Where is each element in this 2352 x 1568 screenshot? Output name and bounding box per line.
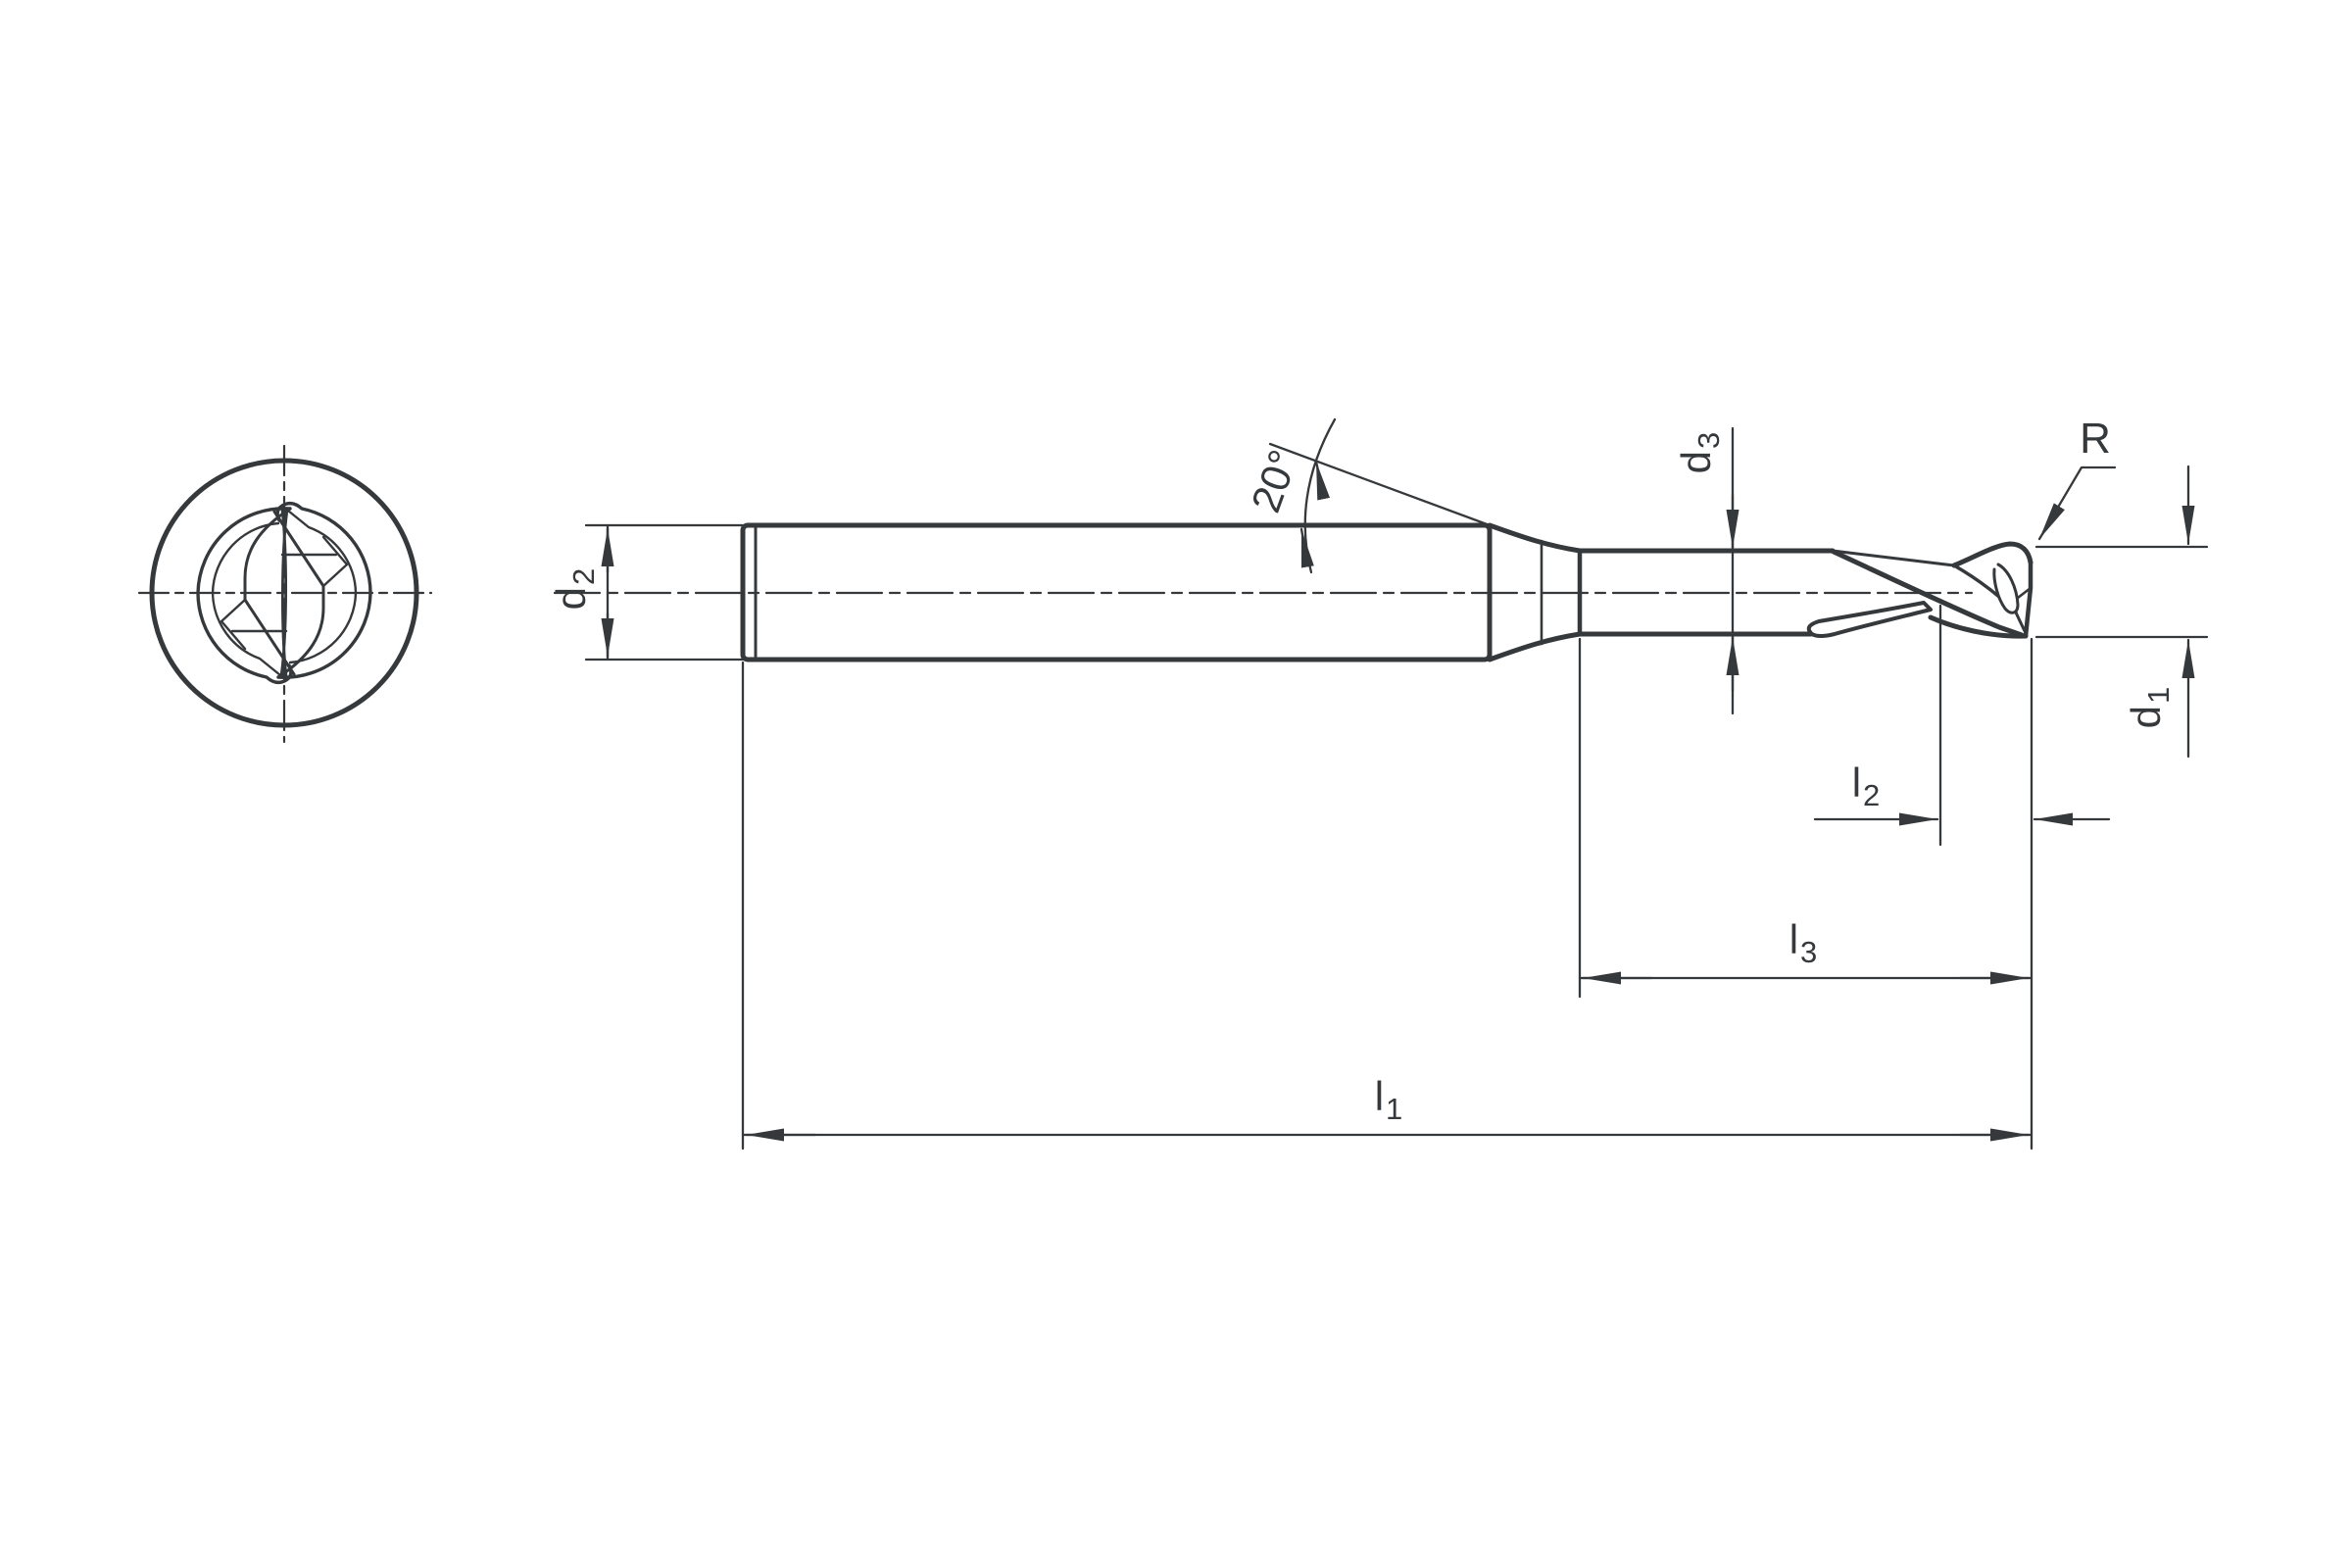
front-view-flute [196, 507, 296, 685]
cutter-head [1806, 541, 2034, 639]
side-view [553, 522, 2034, 662]
dimension-d1: d1 [2034, 465, 2209, 759]
label-l3: l3 [1789, 916, 1818, 969]
label-d3: d3 [1673, 432, 1726, 474]
front-view [137, 444, 433, 744]
label-l1: l1 [1375, 1073, 1403, 1126]
neck-taper-top [1487, 522, 1583, 554]
helix-cutting-edge [1831, 549, 2025, 638]
end-face-edge [2023, 560, 2034, 639]
label-d1: d1 [2123, 687, 2176, 729]
end-gash-facet [1992, 563, 2020, 614]
dimension-l2: l2 [1813, 604, 2111, 847]
flute-runout-top [1831, 549, 1956, 567]
neck-taper-bottom [1487, 631, 1583, 662]
tooth-bottom-contour [1928, 614, 2029, 639]
dimension-l1: l1 [741, 661, 2034, 1151]
front-view-flute-mirror [272, 501, 372, 679]
dimension-d2: d2 [548, 523, 745, 662]
end-facet-line [2014, 611, 2027, 633]
label-corner-radius: R [2080, 415, 2111, 463]
dimension-corner-radius: R [2037, 415, 2117, 541]
dimension-l3: l3 [1578, 637, 2034, 999]
dimension-neck-angle: 20° [1243, 417, 1492, 574]
label-d2: d2 [548, 568, 601, 611]
tooth-top-corner-radius [1951, 541, 2034, 568]
end-web-line [2016, 586, 2033, 600]
front-view-outer-circle [149, 458, 419, 728]
shank-outline [740, 522, 1493, 662]
dimension-d3: d3 [1673, 426, 1740, 715]
label-l2: l2 [1852, 760, 1881, 812]
bottom-flute-flag [1806, 601, 1933, 638]
